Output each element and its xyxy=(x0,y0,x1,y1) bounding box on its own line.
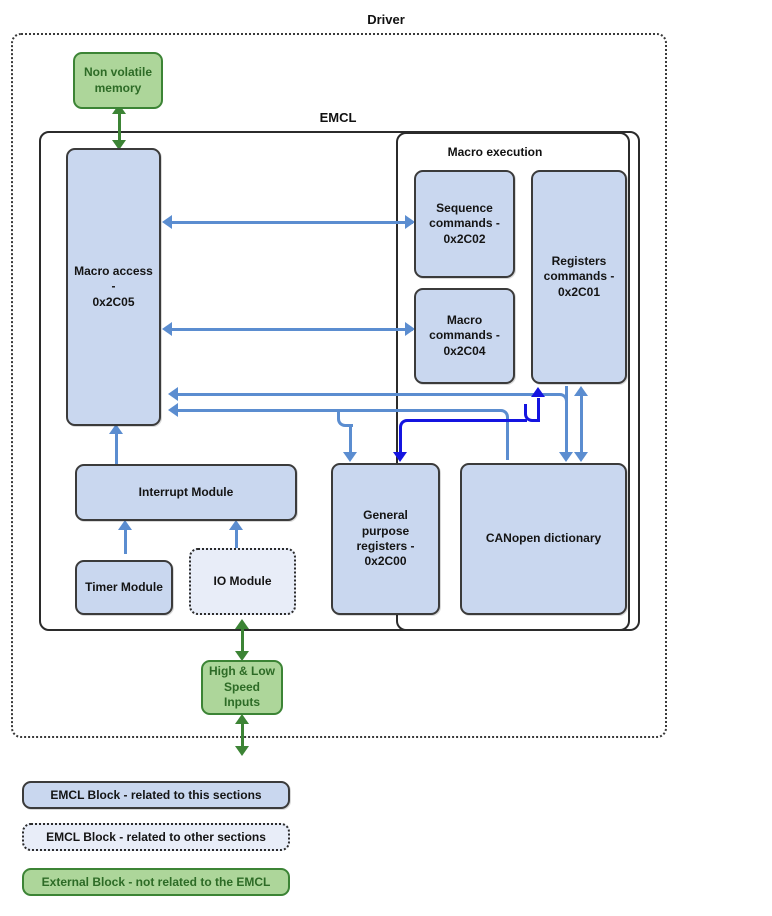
connector-macroaccess-macrocommands-line xyxy=(170,328,413,331)
block-registers-commands[interactable]: Registers commands - 0x2C01 xyxy=(531,170,627,384)
driver-container xyxy=(11,33,667,738)
block-interrupt-module[interactable]: Interrupt Module xyxy=(75,464,297,521)
connector-registers-gpr-arrowhead xyxy=(393,452,407,462)
connector-io-hlsi-arrow-up xyxy=(235,619,249,629)
connector-macroaccess-registers-drop-arrowhead xyxy=(559,452,573,462)
connector-interrupt-macroaccess-arrowhead xyxy=(109,424,123,434)
connector-nvm-macroaccess-line xyxy=(118,112,121,146)
connector-macroaccess-sequence-arrow-left xyxy=(162,215,172,229)
connector-hlsi-external-line xyxy=(241,722,244,750)
connector-registers-gpr-drop xyxy=(399,430,402,454)
connector-macroaccess-registers-drop xyxy=(565,393,568,454)
block-macro-access[interactable]: Macro access - 0x2C05 xyxy=(66,148,161,426)
macro-execution-container xyxy=(396,132,630,631)
block-sequence-commands[interactable]: Sequence commands - 0x2C02 xyxy=(414,170,515,278)
connector-registers-gpr-line xyxy=(413,419,527,422)
connector-io-hlsi-arrow-down xyxy=(235,651,249,661)
block-general-purpose-registers[interactable]: General purpose registers - 0x2C00 xyxy=(331,463,440,615)
connector-macroaccess-gpr-drop xyxy=(349,424,352,454)
emcl-container-label: EMCL xyxy=(319,110,357,125)
block-macro-commands[interactable]: Macro commands - 0x2C04 xyxy=(414,288,515,384)
legend-external-block: External Block - not related to the EMCL xyxy=(22,868,290,896)
connector-timer-interrupt-arrowhead xyxy=(118,520,132,530)
connector-timer-interrupt-line xyxy=(124,528,127,554)
connector-canopen-macroaccess-arrowhead xyxy=(168,403,178,417)
connector-registers-macroaccess-line xyxy=(176,393,560,396)
legend-emcl-block-other-sections: EMCL Block - related to other sections xyxy=(22,823,290,851)
connector-io-interrupt-arrowhead xyxy=(229,520,243,530)
block-high-low-speed-inputs[interactable]: High & Low Speed Inputs xyxy=(201,660,283,715)
macro-execution-container-label: Macro execution xyxy=(447,145,543,159)
connector-io-interrupt-line xyxy=(235,528,238,554)
connector-macroaccess-sequence-arrow-right xyxy=(405,215,415,229)
connector-canopen-macroaccess-riser xyxy=(506,420,509,460)
connector-interrupt-macroaccess-line xyxy=(115,432,118,466)
connector-nvm-macroaccess-arrow-up xyxy=(112,104,126,114)
block-timer-module[interactable]: Timer Module xyxy=(75,560,173,615)
legend-emcl-block-this-section: EMCL Block - related to this sections xyxy=(22,781,290,809)
connector-macroaccess-sequence-line xyxy=(170,221,413,224)
connector-macroaccess-macrocommands-arrow-left xyxy=(162,322,172,336)
connector-canopen-registers-arrow-down xyxy=(574,452,588,462)
block-non-volatile-memory[interactable]: Non volatile memory xyxy=(73,52,163,109)
block-io-module[interactable]: IO Module xyxy=(189,548,296,615)
connector-hlsi-external-arrow-down xyxy=(235,746,249,756)
connector-registers-gpr-elbow-left xyxy=(399,419,415,437)
connector-nvm-macroaccess-arrow-down xyxy=(112,140,126,150)
block-canopen-dictionary[interactable]: CANopen dictionary xyxy=(460,463,627,615)
connector-canopen-registers-arrow-up xyxy=(574,386,588,396)
connector-hlsi-external-arrow-up xyxy=(235,714,249,724)
connector-canopen-registers-line xyxy=(580,394,583,454)
connector-macroaccess-gpr-arrowhead xyxy=(343,452,357,462)
emcl-container xyxy=(39,131,640,631)
connector-macroaccess-macrocommands-arrow-right xyxy=(405,322,415,336)
connector-gpr-registers-arrowhead xyxy=(531,387,545,397)
connector-registers-macroaccess-riser xyxy=(565,386,568,398)
connector-registers-macroaccess-arrowhead xyxy=(168,387,178,401)
connector-macroaccess-gpr-elbow xyxy=(337,409,353,427)
connector-io-hlsi-line xyxy=(241,627,244,657)
connector-registers-gpr-elbow-right xyxy=(524,404,540,422)
driver-container-label: Driver xyxy=(367,12,405,27)
connector-canopen-macroaccess-elbow xyxy=(493,409,509,427)
